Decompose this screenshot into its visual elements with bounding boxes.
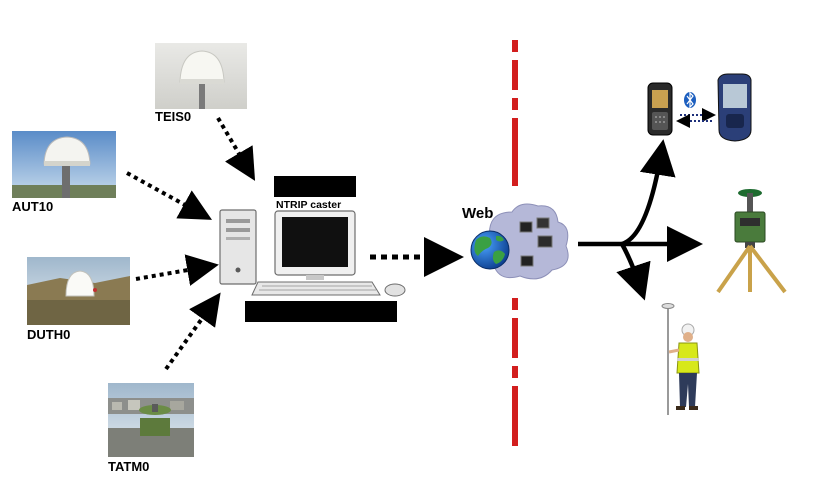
station-label-duth0: DUTH0	[27, 327, 71, 342]
station-label-aut10: AUT10	[12, 199, 54, 214]
redacted-block-top	[274, 176, 356, 197]
globe-icon	[470, 230, 510, 270]
station-label-teis0: TEIS0	[155, 109, 192, 124]
redacted-block-bottom	[245, 301, 397, 322]
caster-label: NTRIP caster	[276, 199, 342, 211]
station-photo-aut10	[12, 131, 116, 198]
station-photo-teis0	[155, 43, 247, 109]
arrow-aut10-to-caster	[126, 171, 213, 220]
pda-icon	[717, 73, 752, 142]
bluetooth-link-arrows	[676, 108, 716, 128]
bluetooth-icon	[684, 91, 696, 109]
surveyor-icon	[661, 303, 700, 415]
phone-icon	[647, 82, 673, 136]
station-photo-duth0	[27, 257, 130, 325]
flow-arrows-users	[578, 139, 703, 301]
arrow-to-mobile	[621, 139, 676, 247]
tripod-receiver-icon	[716, 189, 787, 294]
web-label: Web	[462, 205, 494, 222]
arrow-to-rover	[616, 242, 651, 301]
arrow-duth0-to-caster	[135, 254, 219, 286]
station-photo-tatm0	[108, 383, 194, 457]
station-label-tatm0: TATM0	[108, 459, 150, 474]
computer-icon	[219, 209, 406, 297]
arrow-teis0-to-caster	[216, 116, 256, 181]
flow-arrows-stations	[126, 116, 256, 371]
arrow-tatm0-to-caster	[164, 292, 221, 371]
